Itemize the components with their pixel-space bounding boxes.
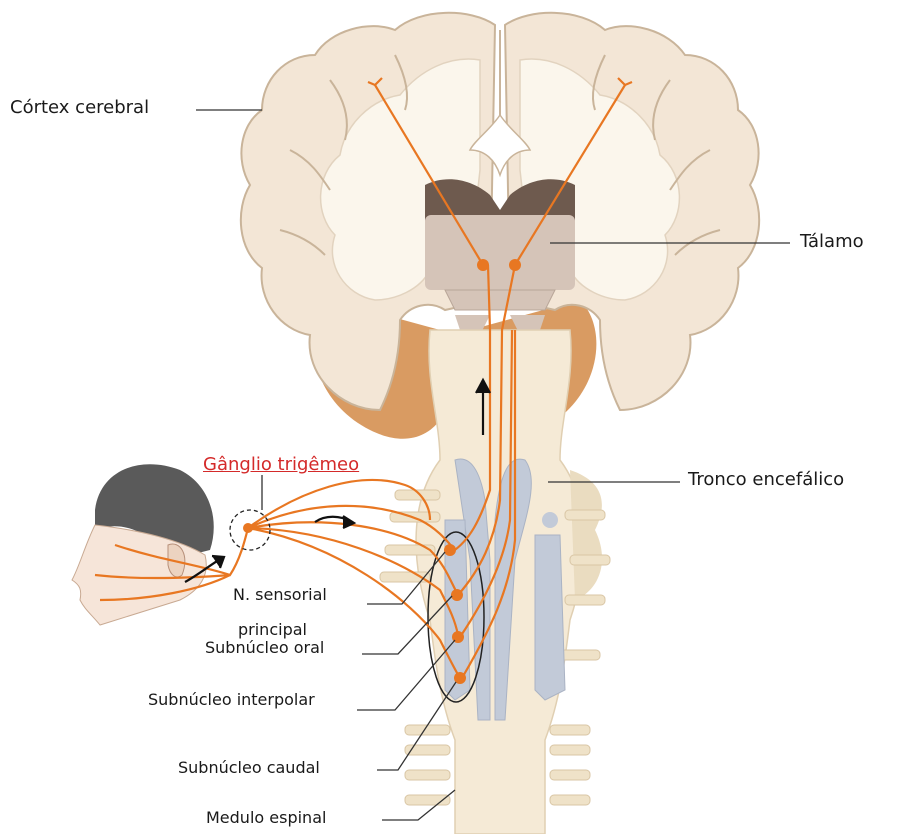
head-profile (72, 464, 214, 625)
sensorial-label-line2: principal (238, 620, 307, 640)
oral-label: Subnúcleo oral (205, 638, 324, 658)
caudal-label: Subnúcleo caudal (178, 758, 320, 778)
thalamic-neuron-right (509, 259, 521, 271)
tronco-label: Tronco encefálico (688, 470, 844, 490)
thalamic-neuron-left (477, 259, 489, 271)
sensorial-nucleus-neuron (444, 544, 456, 556)
sensorial-label-line1: N. sensorial (233, 585, 327, 605)
cortex-label: Córtex cerebral (10, 98, 149, 118)
ganglion-neuron (243, 523, 253, 533)
oral-nucleus-neuron (451, 589, 463, 601)
ganglio-label: Gânglio trigêmeo (203, 455, 359, 475)
talamo-label: Tálamo (800, 232, 864, 252)
medula-label: Medulo espinal (206, 808, 326, 828)
interpolar-label: Subnúcleo interpolar (148, 690, 315, 710)
thalamus-body (425, 215, 575, 290)
